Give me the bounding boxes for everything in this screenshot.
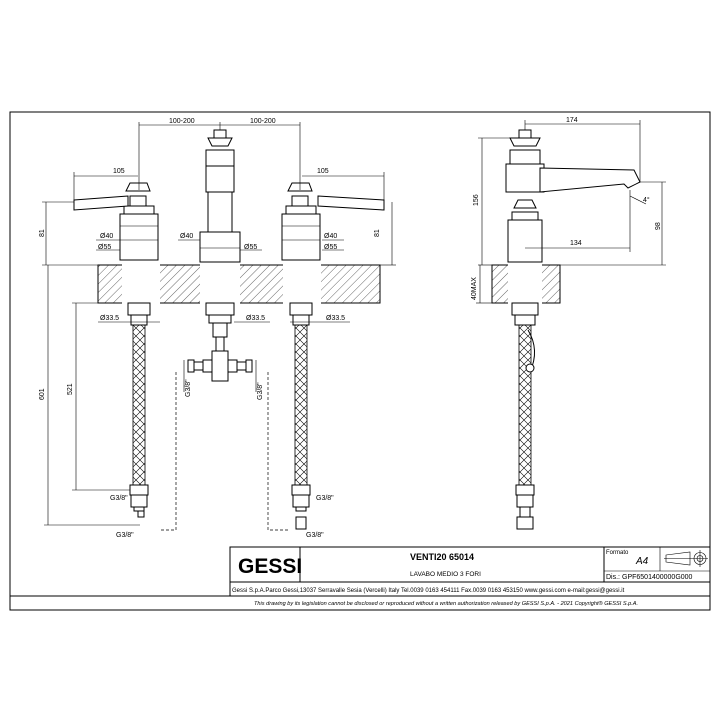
dim-g38-hose-right: G3/8" <box>316 495 334 502</box>
copyright-notice: This drawing by its legislation cannot b… <box>254 600 638 607</box>
dim-handle-left: 105 <box>113 168 125 175</box>
front-dimension-lines <box>42 122 396 526</box>
dim-dia33-center: Ø33.5 <box>246 315 265 322</box>
product-name: VENTI20 65014 <box>410 552 474 562</box>
dim-g38-tee-right: G3/8" <box>257 382 264 400</box>
dim-dia33-left: Ø33.5 <box>100 315 119 322</box>
dim-dia55-center: Ø55 <box>244 244 257 251</box>
dim-g38-hose-left: G3/8" <box>110 495 128 502</box>
drawing-frame <box>9 111 711 611</box>
dim-hose-521: 521 <box>67 383 74 395</box>
dim-dia40-center: Ø40 <box>180 233 193 240</box>
dis-label: Dis.: <box>606 574 620 581</box>
dim-dia55-right: Ø55 <box>324 244 337 251</box>
dim-side-174: 174 <box>566 117 578 124</box>
dim-dia55-left: Ø55 <box>98 244 111 251</box>
projection-symbol-icon <box>664 550 708 567</box>
dim-dia33-right: Ø33.5 <box>326 315 345 322</box>
side-spout <box>539 167 641 193</box>
dim-g38-conn-left: G3/8" <box>116 532 134 539</box>
dim-side-134: 134 <box>570 240 582 247</box>
side-view: 174 156 134 98 4° 40MAX <box>471 117 666 530</box>
dim-g38-conn-right: G3/8" <box>306 532 324 539</box>
formato-value: A4 <box>635 556 649 567</box>
title-block: GESSI VENTI20 65014 LAVABO MEDIO 3 FORI … <box>10 546 711 607</box>
right-valve <box>281 182 385 530</box>
dim-spacing-left: 100-200 <box>169 118 195 125</box>
dim-dia40-left: Ø40 <box>100 233 113 240</box>
left-valve <box>73 182 159 518</box>
dim-g38-tee-left: G3/8" <box>185 379 192 397</box>
left-lever-handle <box>73 195 129 211</box>
dim-height-right: 81 <box>374 229 381 237</box>
dis-value: GPF6501400000G000 <box>622 574 693 581</box>
dim-spacing-right: 100-200 <box>250 118 276 125</box>
dim-handle-right: 105 <box>317 168 329 175</box>
left-hose <box>132 324 146 486</box>
formato-label: Formato <box>606 550 629 556</box>
right-hose <box>294 324 308 486</box>
product-description: LAVABO MEDIO 3 FORI <box>410 571 481 578</box>
dim-side-98: 98 <box>655 222 662 230</box>
dim-side-angle: 4° <box>643 196 650 204</box>
dim-dia40-right: Ø40 <box>324 233 337 240</box>
center-spout <box>187 129 253 382</box>
dim-height-left: 81 <box>39 229 46 237</box>
right-lever-handle <box>317 195 385 211</box>
dim-total-601: 601 <box>39 388 46 400</box>
gessi-logo: GESSI <box>238 555 302 578</box>
company-address: Gessi S.p.A.Parco Gessi,13037 Serravalle… <box>232 588 625 594</box>
front-view: 100-200 100-200 105 105 81 81 Ø40 Ø55 Ø4… <box>39 118 396 539</box>
dim-side-156: 156 <box>473 194 480 206</box>
dim-side-40max: 40MAX <box>471 277 478 300</box>
